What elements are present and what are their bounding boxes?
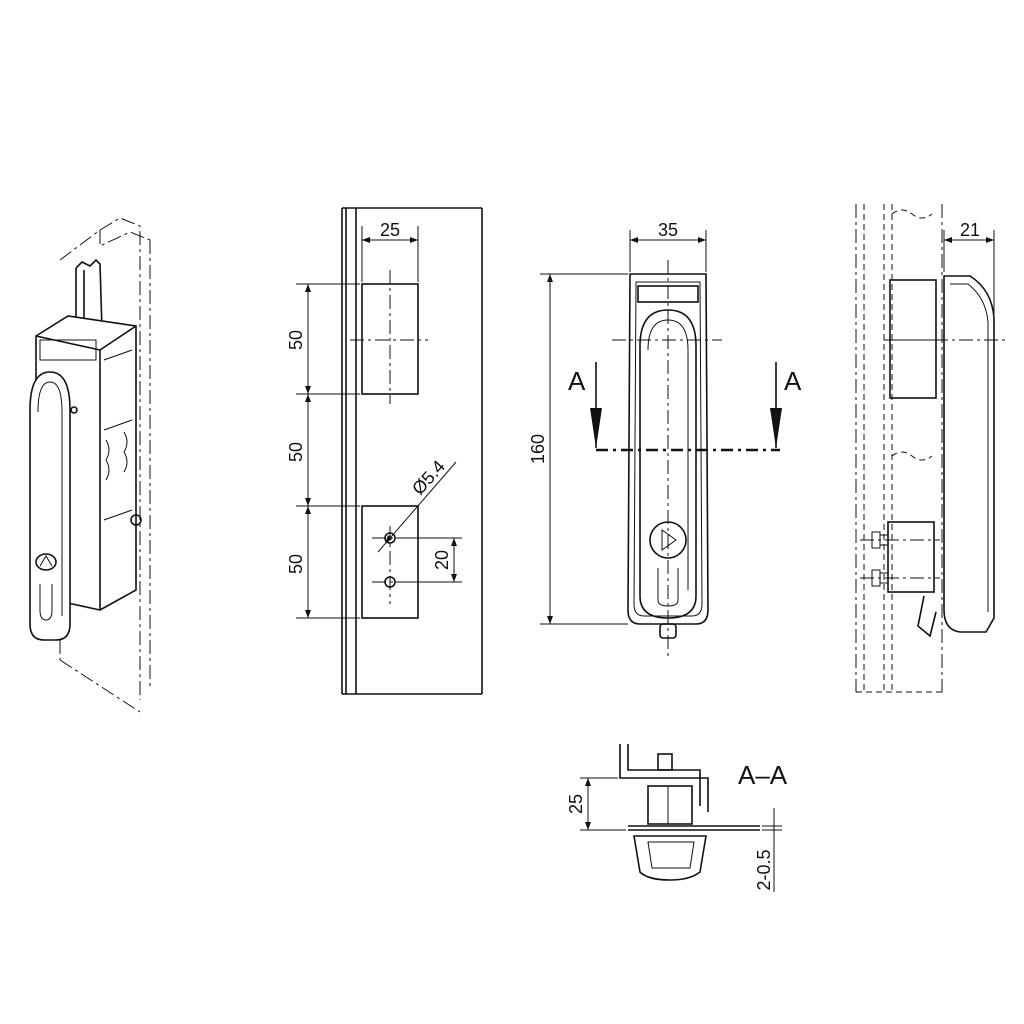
- isometric-view: [29, 217, 151, 713]
- side-view: 21: [855, 204, 1006, 693]
- handle-height-label: 160: [528, 434, 548, 464]
- hole-spacing-label: 20: [432, 550, 452, 570]
- panel-thickness-label: 2-0.5: [754, 849, 774, 890]
- handle-width-label: 35: [658, 220, 678, 240]
- section-marker-right: A: [784, 366, 802, 396]
- side-depth-label: 21: [960, 220, 980, 240]
- pitch-1-label: 50: [286, 330, 306, 350]
- pitch-2-label: 50: [286, 442, 306, 462]
- section-view: A–A 25 2-0.5: [566, 744, 788, 892]
- pitch-3-label: 50: [286, 554, 306, 574]
- front-view: A A 35 160: [528, 220, 802, 660]
- cutout-width-label: 25: [380, 220, 400, 240]
- section-depth-label: 25: [566, 794, 586, 814]
- section-marker-left: A: [568, 366, 586, 396]
- cutout-view: 25 50 50 50 Ø5.4 20: [286, 207, 483, 695]
- section-title: A–A: [738, 760, 788, 790]
